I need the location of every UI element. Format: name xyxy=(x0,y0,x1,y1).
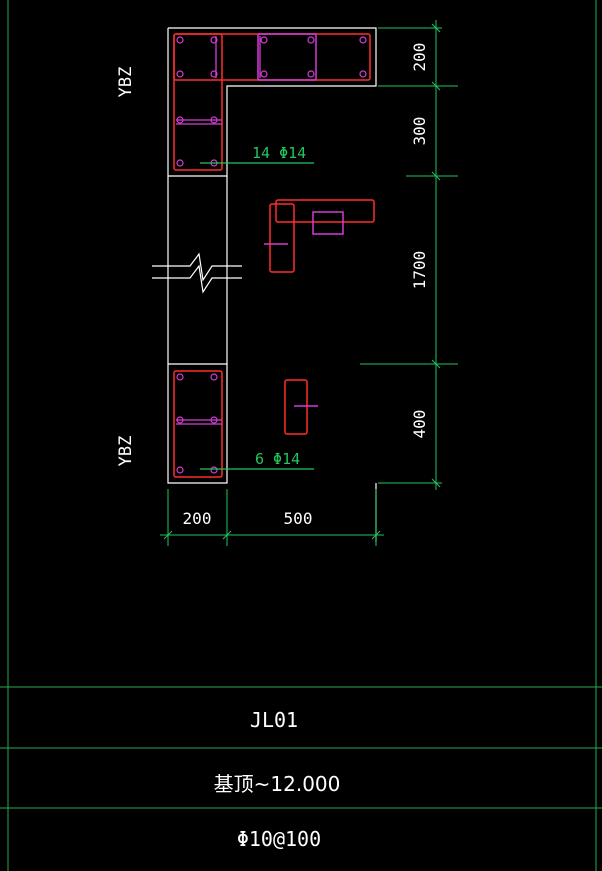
table-row-beam-id: JL01 xyxy=(250,708,298,732)
bottom-ybz-hooks xyxy=(176,419,222,425)
top-ybz-rebar xyxy=(173,33,371,171)
table-row-elevation: 基顶~12.000 xyxy=(214,772,341,796)
break-symbol xyxy=(152,252,242,294)
ybz-label-bottom: YBZ xyxy=(116,436,136,467)
bottom-dimension-chain xyxy=(160,489,384,546)
right-dimension-chain xyxy=(360,20,458,490)
leader-lines xyxy=(200,162,314,470)
dim-bottom-500: 500 xyxy=(284,509,313,528)
rebar-label-top: 14 Φ14 xyxy=(252,144,306,162)
dim-right-400: 400 xyxy=(410,410,429,439)
table-row-stirrup: Φ10@100 xyxy=(237,827,321,851)
top-ybz-bars xyxy=(176,36,367,167)
bottom-ybz-bars xyxy=(176,373,218,474)
top-ybz-hooks xyxy=(176,36,261,125)
rebar-label-bottom: 6 Φ14 xyxy=(255,450,300,468)
dim-right-300: 300 xyxy=(410,117,429,146)
dim-right-200: 200 xyxy=(410,43,429,72)
stirrup-detail-single xyxy=(284,379,318,435)
ybz-label-top: YBZ xyxy=(116,67,136,98)
dim-right-1700: 1700 xyxy=(410,251,429,290)
dim-bottom-200: 200 xyxy=(183,509,212,528)
stirrup-detail-l xyxy=(264,199,375,273)
